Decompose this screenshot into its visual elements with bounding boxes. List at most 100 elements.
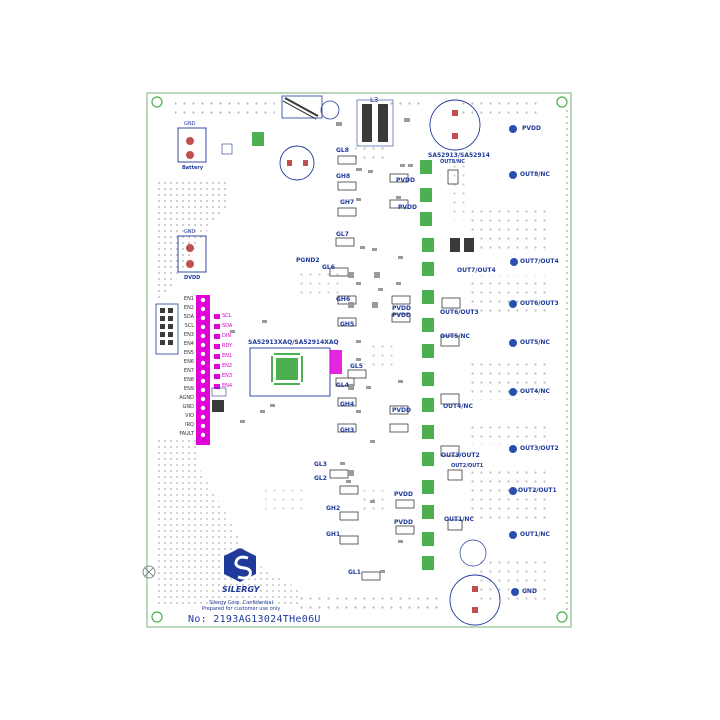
- pin-label-right: RDY: [222, 343, 233, 349]
- inductor-l3-pad-a: [362, 104, 372, 142]
- silergy-logo: [224, 548, 256, 582]
- cap-round-4-pad-b: [472, 607, 478, 613]
- pin-label: EN3: [183, 332, 194, 338]
- gate-rects: [329, 155, 415, 581]
- inductor-diagonal2: [282, 100, 317, 120]
- label-out8nc: OUT8/NC: [440, 159, 465, 165]
- pad-block-4: [404, 118, 410, 122]
- pin-label-right: EN2: [222, 363, 233, 369]
- pin-label: EN9: [183, 386, 194, 392]
- cap-round-1: [279, 145, 315, 181]
- switch-block-2: [211, 387, 227, 397]
- pin-label: SDA: [183, 314, 194, 320]
- label-pvdd-3: PVDD: [392, 305, 412, 312]
- output-terminals: [509, 125, 519, 596]
- ground-fill-left: [158, 180, 228, 300]
- label-gl1: GL1: [348, 569, 361, 576]
- label-chip: SA52913XAQ/SA52914XAQ: [248, 339, 339, 346]
- cap-round-4: [449, 574, 501, 626]
- fiducial-left-x2: [144, 567, 154, 577]
- label-gl7: GL7: [336, 231, 349, 238]
- label-out2out1-b: OUT2/OUT1: [518, 487, 557, 494]
- ground-fill-top2: [385, 98, 425, 108]
- confidential-line-2: Prepared for customer use only: [201, 606, 281, 612]
- label-gh5: GH5: [340, 321, 355, 328]
- label-gl5: GL5: [350, 363, 363, 370]
- pin-label: GND: [182, 404, 194, 410]
- fet-pads: [420, 160, 434, 570]
- label-gh3: GH3: [340, 427, 355, 434]
- dvdd-terminal-a: [186, 244, 194, 252]
- fet-small: [348, 272, 380, 476]
- label-out6out3-b: OUT6/OUT3: [520, 300, 559, 307]
- label-pvdd-4: PVDD: [392, 312, 412, 319]
- pad-square-1: [450, 238, 460, 252]
- label-gh1: GH1: [326, 531, 341, 538]
- label-gl2: GL2: [314, 475, 327, 482]
- label-out7out4: OUT7/OUT4: [457, 267, 496, 274]
- board-serial: No: 2193AG13024THe06U: [188, 614, 321, 625]
- pin-label-right: EN4: [222, 383, 233, 389]
- output-rects: [440, 169, 463, 531]
- testpoint-holes: [200, 297, 206, 438]
- label-out4nc-b: OUT4/NC: [520, 388, 550, 395]
- label-gl4: GL4: [336, 382, 349, 389]
- pin-label-right: DIN: [222, 333, 232, 339]
- label-l3: L3: [370, 96, 379, 104]
- label-gl3: GL3: [314, 461, 327, 468]
- label-gh7: GH7: [340, 199, 355, 206]
- pin-label: FAULT: [179, 431, 194, 437]
- via-field-8: [355, 140, 390, 160]
- pin-label: VIO: [185, 413, 194, 419]
- mount-hole-tr: [556, 96, 568, 108]
- mount-hole-bl: [151, 611, 163, 623]
- inductor-l3-outline: [356, 99, 394, 147]
- label-battery: Battery: [182, 165, 204, 171]
- via-field-2: [470, 210, 550, 250]
- pad-block-2: [252, 132, 264, 146]
- edge-strip: [566, 110, 570, 610]
- ground-fill-bottom: [300, 595, 440, 609]
- label-gl6: GL6: [322, 264, 335, 271]
- confidential-note: Silergy Corp. Confidential Prepared for …: [196, 600, 286, 612]
- inductor-box: [281, 95, 323, 119]
- silergy-logo-text: SILERGY: [222, 585, 260, 594]
- label-out6out3: OUT6/OUT3: [440, 309, 479, 316]
- label-out3out2-b: OUT3/OUT2: [520, 445, 559, 452]
- label-chip-top: SA52913/SA52914: [428, 152, 490, 159]
- via-field-1: [460, 100, 540, 114]
- mount-hole-tl: [151, 96, 163, 108]
- via-field-9: [300, 270, 340, 300]
- ic-side-pads: [330, 350, 342, 374]
- pin-label: AGND: [179, 395, 194, 401]
- testpoint-right-dots: [214, 314, 220, 389]
- label-gl8: GL8: [336, 147, 349, 154]
- dvdd-connector: [177, 235, 207, 273]
- battery-connector: [177, 127, 207, 163]
- inductor-l3-pad-b: [378, 104, 388, 142]
- pin-label: EN8: [183, 377, 194, 383]
- cap-round-5: [459, 539, 487, 567]
- label-out5nc: OUT5/NC: [440, 333, 470, 340]
- pin-label: EN7: [183, 368, 194, 374]
- cap-round-1-pad-a: [287, 160, 292, 166]
- pin-label-right: SCL: [222, 313, 232, 319]
- switch-block: [212, 400, 224, 412]
- via-field-10: [365, 345, 395, 370]
- via-field-6: [470, 465, 550, 525]
- cap-round-1-pad-b: [303, 160, 308, 166]
- header-j1: [155, 303, 179, 355]
- header-pin-labels: EN1 EN2 SDA SCL EN3 EN4 EN5 EN6 EN7 EN8 …: [170, 297, 194, 441]
- label-pvdd-5: PVDD: [392, 407, 412, 414]
- label-pgnd2: PGND2: [296, 257, 320, 264]
- label-gh4: GH4: [340, 401, 355, 408]
- label-out1nc: OUT1/NC: [444, 516, 474, 523]
- label-gnd-left: GND: [184, 121, 196, 127]
- dvdd-terminal-b: [186, 260, 194, 268]
- via-field-13: [265, 485, 305, 510]
- main-ic-pad: [276, 358, 298, 380]
- label-out4nc: OUT4/NC: [443, 403, 473, 410]
- pin-label: EN2: [183, 305, 194, 311]
- label-pvdd-7: PVDD: [394, 519, 414, 526]
